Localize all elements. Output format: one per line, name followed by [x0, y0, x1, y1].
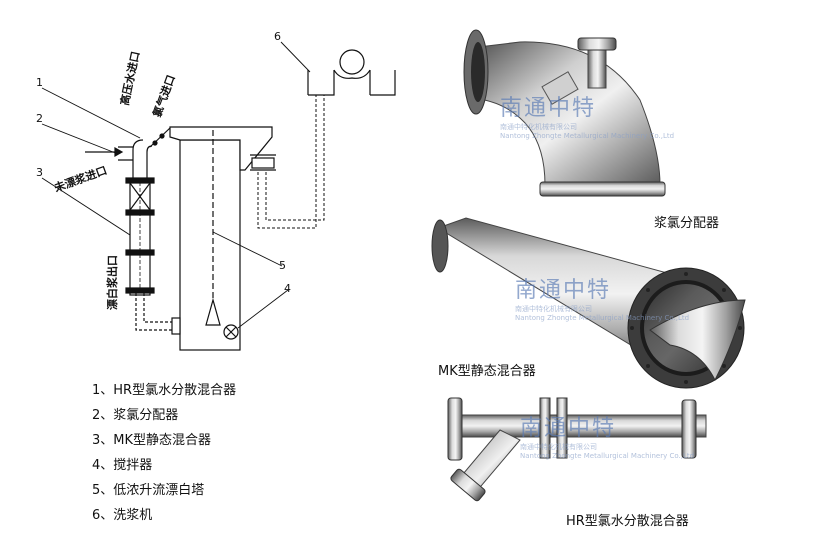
caption-static-mixer: MK型静态混合器	[438, 364, 536, 379]
legend-item: 6、洗浆机	[92, 508, 153, 523]
callout-2: 2	[36, 112, 43, 125]
callout-numbers: 1 2 3 4 5 6	[36, 30, 291, 295]
legend-item: 3、MK型静态混合器	[92, 433, 212, 448]
caption-distributor: 浆氯分配器	[654, 216, 720, 231]
schematic	[41, 41, 396, 351]
photo-hr-mixer	[447, 397, 707, 502]
pulp-washer	[307, 49, 396, 96]
callout-5: 5	[279, 259, 286, 272]
watermark-3: 南通中特 南通中特化机械有限公司 Nantong Zhongte Metallu…	[520, 416, 695, 460]
leader-lines	[41, 41, 311, 329]
hp-water-label: 高压水进口	[117, 50, 142, 107]
watermark-1: 南通中特 南通中特化机械有限公司 Nantong Zhongte Metallu…	[500, 96, 675, 140]
legend-item: 4、搅拌器	[92, 458, 153, 473]
watermark-2: 南通中特 南通中特化机械有限公司 Nantong Zhongte Metallu…	[515, 278, 690, 322]
callout-3: 3	[36, 166, 43, 179]
inlet-labels: 高压水进口 氯气进口 未漂浆进口 漂白浆出口	[51, 50, 178, 310]
callout-6: 6	[274, 30, 281, 43]
callout-4: 4	[284, 282, 291, 295]
legend-list: 1、HR型氯水分散混合器 2、浆氯分配器 3、MK型静态混合器 4、搅拌器 5、…	[92, 378, 236, 528]
inlet-arrows	[85, 146, 124, 158]
legend-item: 2、浆氯分配器	[92, 408, 179, 423]
bleached-label: 漂白浆出口	[105, 255, 119, 310]
legend-item: 5、低浓升流漂白塔	[92, 483, 205, 498]
static-mixer-column	[118, 127, 181, 335]
chlorine-label: 氯气进口	[150, 73, 178, 119]
photo-static-mixer	[431, 217, 746, 389]
photo-distributor	[463, 29, 666, 197]
callout-1: 1	[36, 76, 43, 89]
unbleached-label: 未漂浆进口	[51, 163, 108, 195]
pipe-to-washer	[257, 95, 325, 229]
caption-hr-mixer: HR型氯水分散混合器	[566, 514, 689, 529]
legend-item: 1、HR型氯水分散混合器	[92, 383, 237, 398]
bleaching-tower	[169, 126, 276, 351]
